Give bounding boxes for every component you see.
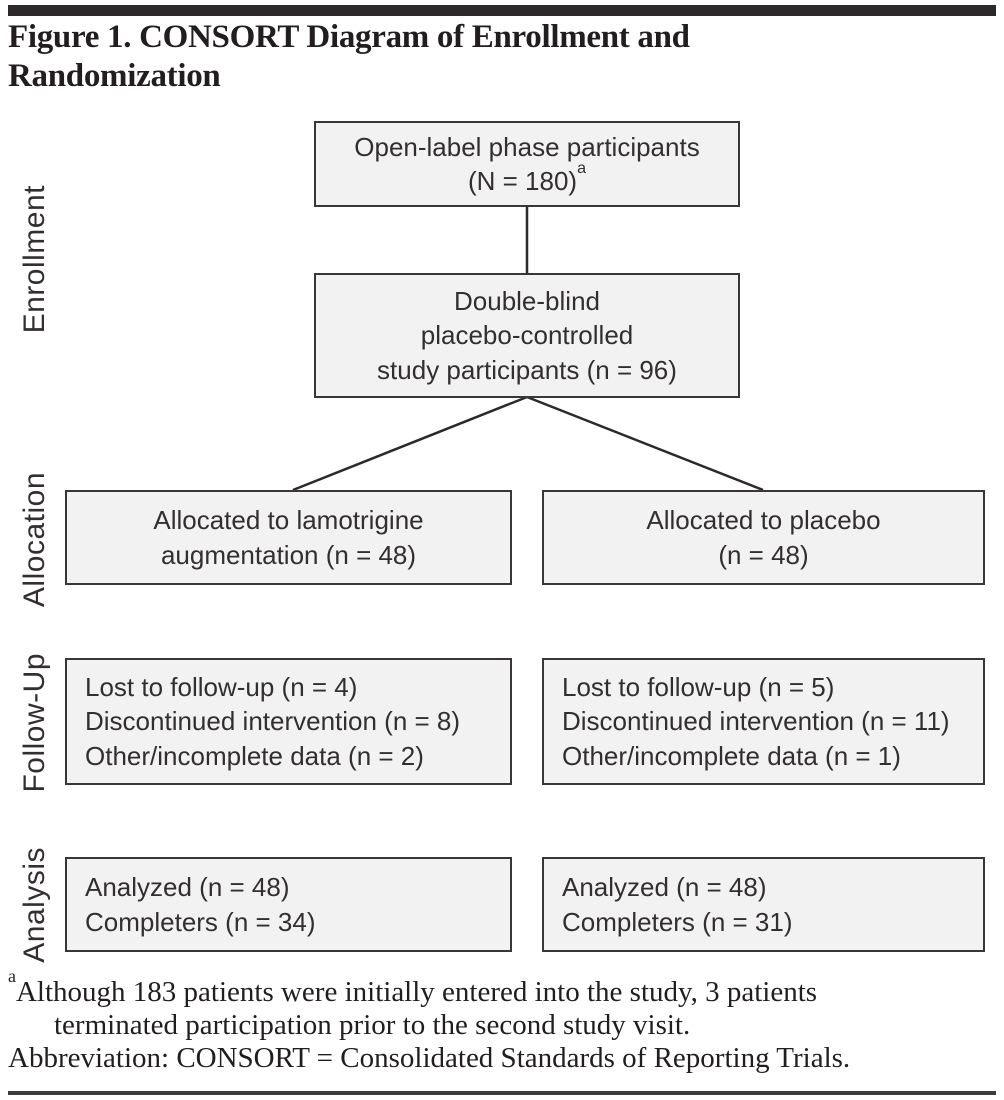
box-followup-lamotrigine-line1: Lost to follow-up (n = 4) bbox=[85, 672, 358, 703]
footnote-line1: aAlthough 183 patients were initially en… bbox=[8, 966, 818, 1008]
box-analysis-placebo: Analyzed (n = 48) Completers (n = 31) bbox=[542, 857, 985, 952]
footnote-abbreviation: Abbreviation: CONSORT = Consolidated Sta… bbox=[8, 1042, 851, 1075]
bottom-rule bbox=[8, 1091, 996, 1095]
box-followup-lamotrigine-line3: Other/incomplete data (n = 2) bbox=[85, 740, 424, 771]
figure-title: Figure 1. CONSORT Diagram of Enrollment … bbox=[8, 19, 690, 94]
box-followup-placebo-line1: Lost to follow-up (n = 5) bbox=[562, 672, 835, 703]
box-analysis-lamotrigine-line2: Completers (n = 34) bbox=[85, 906, 316, 937]
box-double-blind: Double-blind placebo-controlled study pa… bbox=[314, 273, 740, 398]
box-followup-lamotrigine: Lost to follow-up (n = 4) Discontinued i… bbox=[65, 658, 512, 785]
box-allocated-placebo-line2: (n = 48) bbox=[718, 539, 809, 570]
box-open-label-line2: (N = 180)a bbox=[467, 159, 587, 196]
box-double-blind-line1: Double-blind bbox=[454, 286, 600, 317]
stage-label-enrollment-wrap: Enrollment bbox=[12, 121, 58, 398]
box-double-blind-line2: placebo-controlled bbox=[420, 320, 634, 351]
footnote-marker-a: a bbox=[577, 159, 587, 178]
stage-label-followup-wrap: Follow-Up bbox=[12, 650, 58, 795]
stage-label-followup: Follow-Up bbox=[18, 652, 51, 793]
box-analysis-placebo-line1: Analyzed (n = 48) bbox=[562, 872, 767, 903]
box-followup-placebo: Lost to follow-up (n = 5) Discontinued i… bbox=[542, 658, 985, 785]
box-allocated-placebo-line1: Allocated to placebo bbox=[646, 505, 881, 536]
top-rule bbox=[8, 5, 996, 16]
connector-split-left bbox=[292, 395, 528, 492]
box-open-label: Open-label phase participants (N = 180)a bbox=[314, 121, 740, 207]
stage-label-analysis-wrap: Analysis bbox=[12, 835, 58, 975]
box-analysis-lamotrigine: Analyzed (n = 48) Completers (n = 34) bbox=[65, 857, 512, 952]
box-open-label-line1: Open-label phase participants bbox=[354, 131, 700, 162]
footnote-line2: terminated participation prior to the se… bbox=[54, 1009, 691, 1042]
box-allocated-placebo: Allocated to placebo (n = 48) bbox=[542, 490, 985, 585]
connector-split-right bbox=[526, 395, 764, 492]
stage-label-enrollment: Enrollment bbox=[18, 185, 51, 334]
box-analysis-lamotrigine-line1: Analyzed (n = 48) bbox=[85, 872, 290, 903]
stage-label-allocation-wrap: Allocation bbox=[12, 460, 58, 620]
box-followup-lamotrigine-line2: Discontinued intervention (n = 8) bbox=[85, 706, 461, 737]
box-allocated-lamotrigine-line2: augmentation (n = 48) bbox=[160, 539, 417, 570]
box-followup-placebo-line3: Other/incomplete data (n = 1) bbox=[562, 740, 901, 771]
footnote-marker: a bbox=[8, 966, 16, 987]
stage-label-analysis: Analysis bbox=[18, 847, 51, 963]
box-analysis-placebo-line2: Completers (n = 31) bbox=[562, 906, 793, 937]
box-double-blind-line3: study participants (n = 96) bbox=[377, 354, 677, 385]
footnote: aAlthough 183 patients were initially en… bbox=[8, 966, 1000, 1075]
box-followup-placebo-line2: Discontinued intervention (n = 11) bbox=[562, 706, 950, 737]
box-allocated-lamotrigine-line1: Allocated to lamotrigine bbox=[153, 505, 424, 536]
stage-label-allocation: Allocation bbox=[18, 472, 51, 608]
box-allocated-lamotrigine: Allocated to lamotrigine augmentation (n… bbox=[65, 490, 512, 585]
